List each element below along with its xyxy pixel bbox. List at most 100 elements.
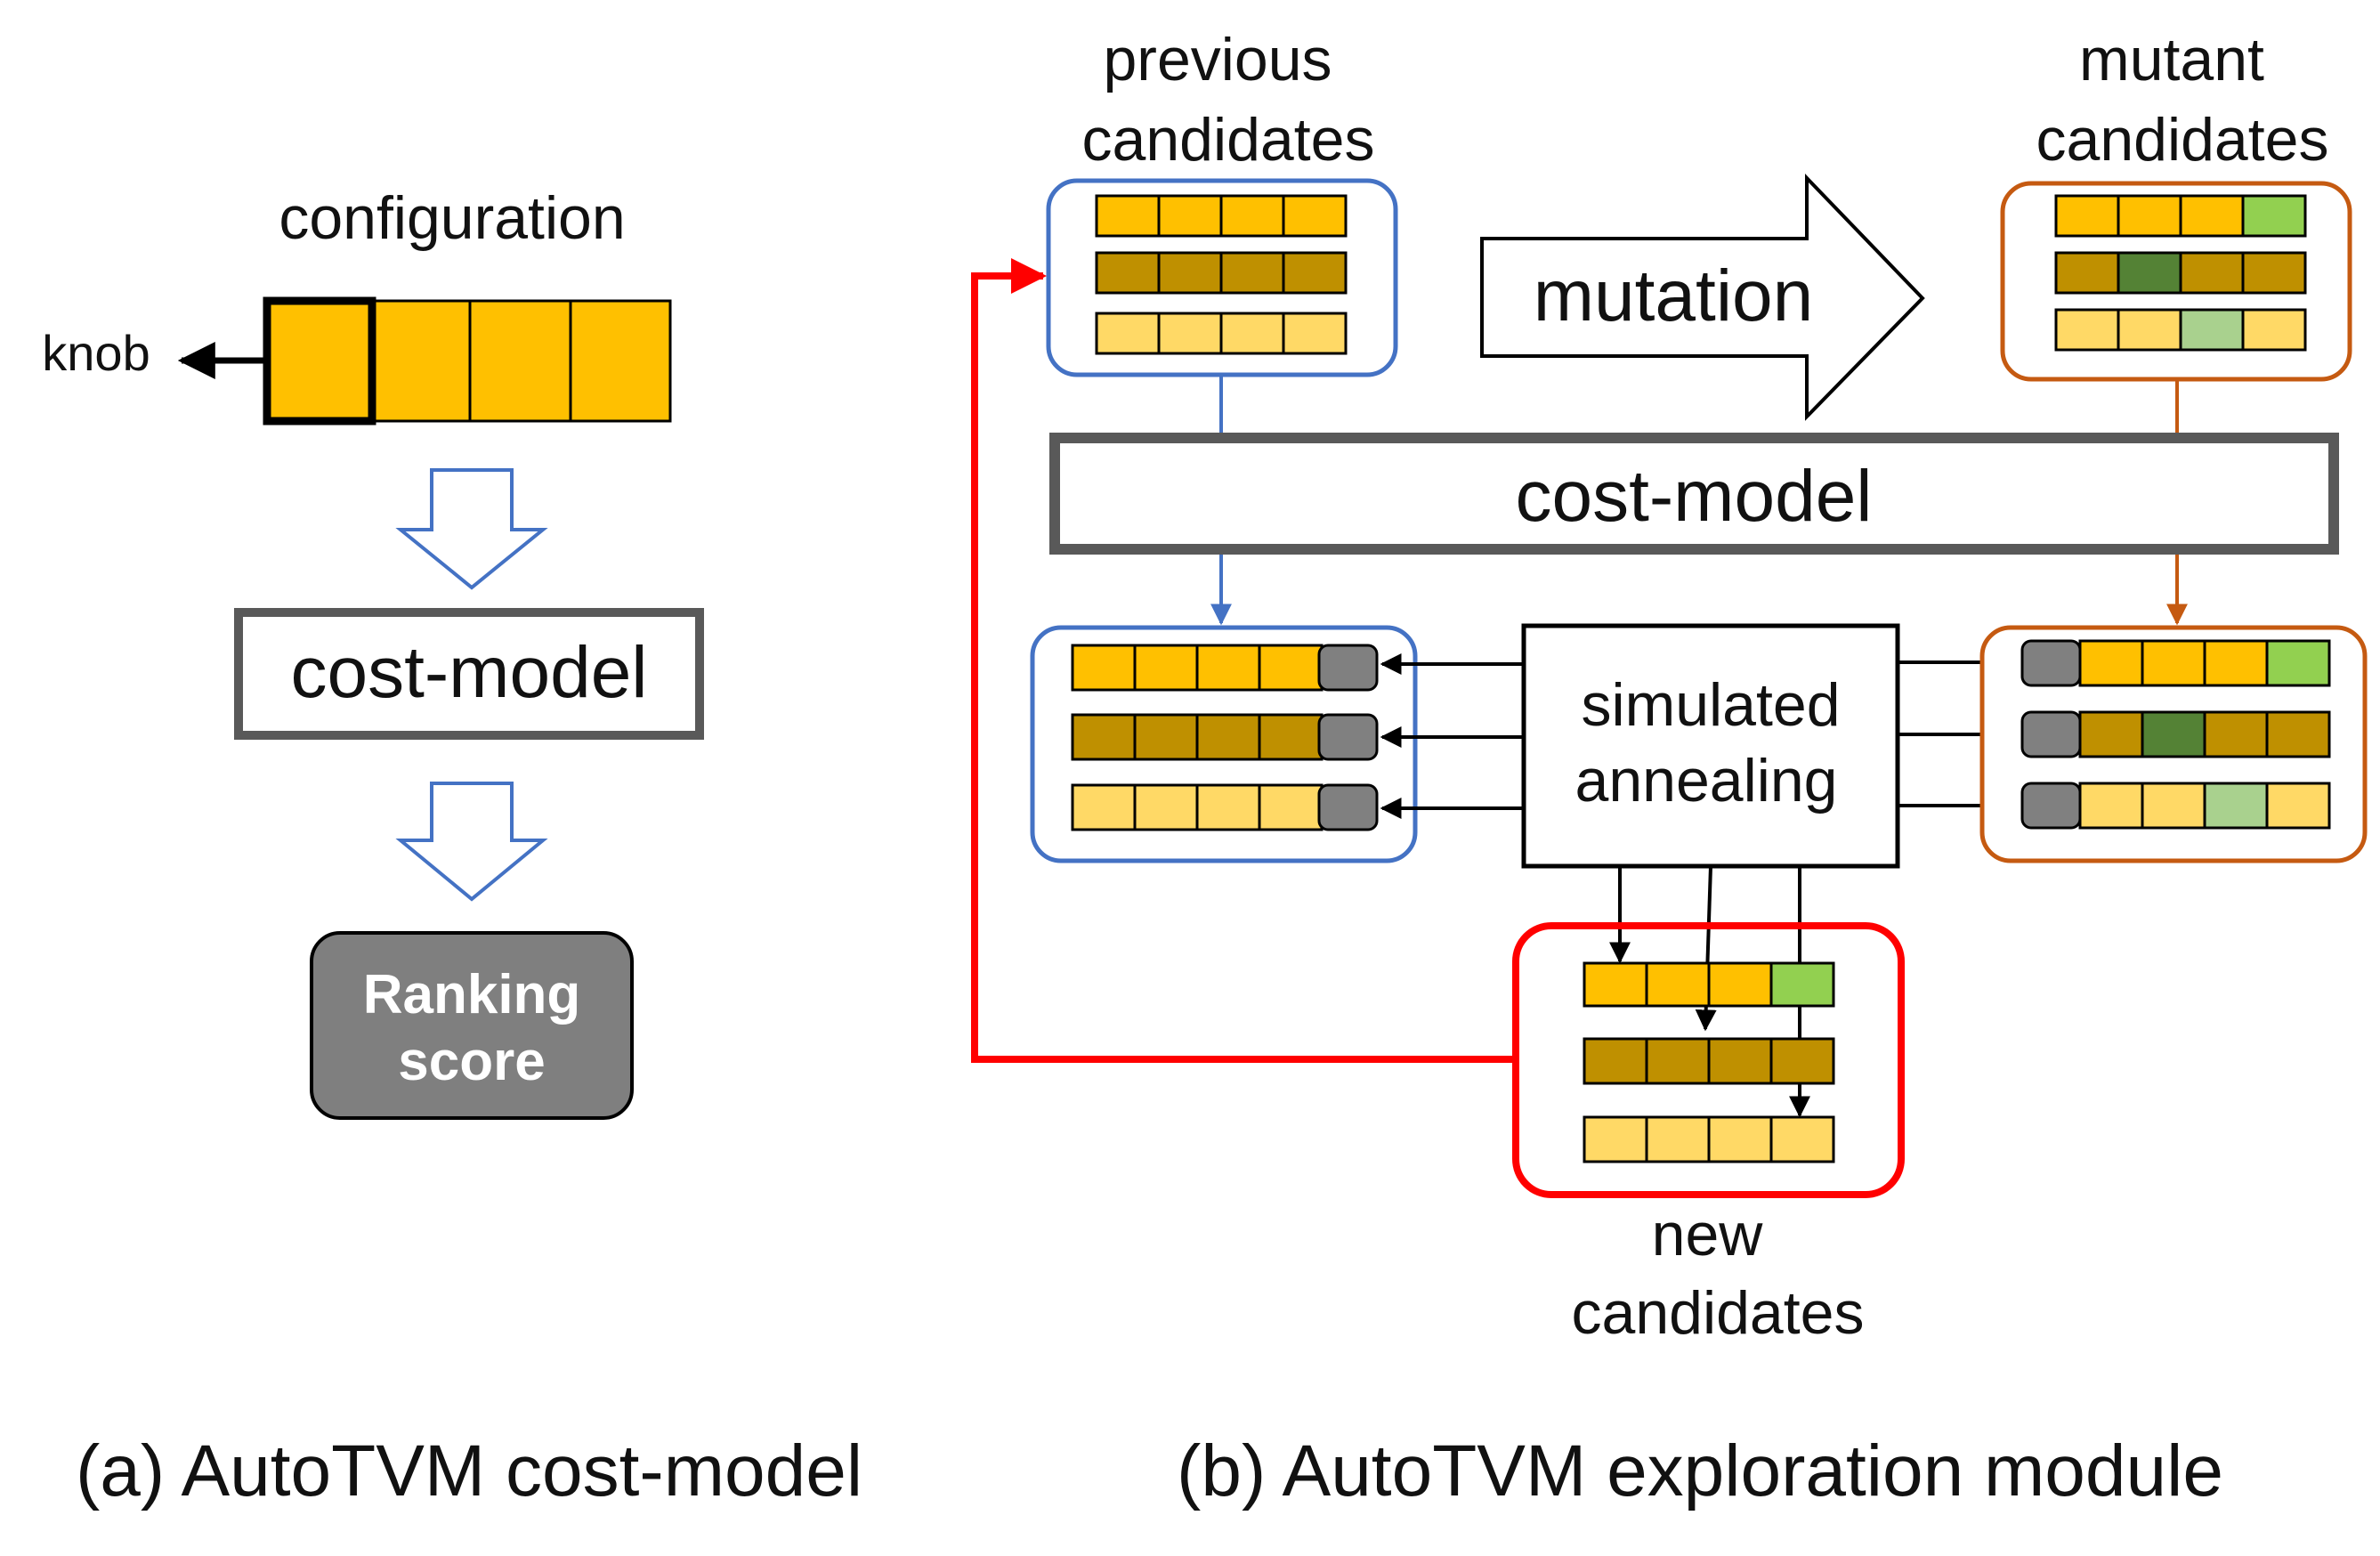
new-candidates-label: candidates xyxy=(1572,1279,1865,1347)
vector-cell xyxy=(1282,194,1348,238)
vector-cell-mutated xyxy=(2203,782,2269,830)
ranking-score-box xyxy=(310,931,634,1120)
simulated-annealing-box xyxy=(1521,623,1900,869)
vector-cell xyxy=(2117,308,2182,352)
vector-cell-mutated xyxy=(2179,308,2245,352)
vector-cell xyxy=(2241,251,2307,295)
cost-model-label: cost-model xyxy=(290,632,647,713)
caption-b: (b) AutoTVM exploration module xyxy=(1177,1430,2223,1511)
vector-cell xyxy=(1583,1115,1648,1163)
vector-cell xyxy=(1095,194,1161,238)
config-cell xyxy=(370,299,472,423)
score-cell xyxy=(1317,644,1379,692)
mutant-candidates-vectors xyxy=(2054,194,2307,352)
vector-cell xyxy=(1282,251,1348,295)
vector-cell xyxy=(1583,961,1648,1008)
vector-cell xyxy=(1219,312,1285,355)
vector-cell xyxy=(1769,1115,1835,1163)
vector-cell xyxy=(2078,710,2144,758)
vector-cell xyxy=(1583,1037,1648,1085)
vector-cell xyxy=(1645,1037,1711,1085)
vector-cell xyxy=(2078,639,2144,687)
vector-cell xyxy=(1195,644,1261,692)
vector-cell xyxy=(2141,782,2206,830)
score-cell xyxy=(2020,710,2082,758)
previous-candidates-label: previous xyxy=(1103,26,1332,93)
mutation-label: mutation xyxy=(1534,255,1814,336)
ranking-score-line2: score xyxy=(398,1031,545,1092)
vector-cell xyxy=(1282,312,1348,355)
vector-cell xyxy=(1769,1037,1835,1085)
config-cell xyxy=(265,299,374,423)
previous-candidates-label: candidates xyxy=(1082,106,1375,174)
new-candidates-vectors xyxy=(1583,961,1835,1163)
down-arrow-icon xyxy=(395,782,548,902)
configuration-label: configuration xyxy=(279,184,625,252)
vector-cell xyxy=(1157,251,1223,295)
score-cell xyxy=(1317,783,1379,831)
vector-cell xyxy=(2117,194,2182,238)
vector-cell xyxy=(1095,312,1161,355)
new-candidates-label: new xyxy=(1652,1201,1764,1268)
vector-cell xyxy=(1133,783,1199,831)
config-cell xyxy=(468,299,572,423)
previous-candidates-vectors xyxy=(1095,194,1348,355)
vector-cell xyxy=(1707,961,1773,1008)
vector-cell xyxy=(1707,1115,1773,1163)
score-cell xyxy=(1317,713,1379,761)
vector-cell xyxy=(1195,713,1261,761)
vector-cell xyxy=(1157,312,1223,355)
vector-cell xyxy=(1195,783,1261,831)
cost-model-bar xyxy=(1049,433,2339,555)
vector-cell xyxy=(2054,308,2120,352)
vector-cell xyxy=(1133,713,1199,761)
vector-cell-mutated xyxy=(1769,961,1835,1008)
knob-cell-highlight xyxy=(263,296,376,425)
vector-cell xyxy=(2078,782,2144,830)
vector-cell xyxy=(2203,710,2269,758)
mutant-candidates-label: mutant xyxy=(2079,26,2264,93)
ranking-score-line1: Ranking xyxy=(363,964,581,1025)
vector-cell xyxy=(1645,961,1711,1008)
vector-cell-mutated xyxy=(2265,639,2331,687)
vector-cell xyxy=(1071,713,1137,761)
vector-cell xyxy=(1258,783,1324,831)
caption-a: (a) AutoTVM cost-model xyxy=(76,1430,862,1511)
vector-cell xyxy=(1095,251,1161,295)
cost-model-box xyxy=(234,608,704,740)
vector-cell xyxy=(2054,194,2120,238)
mutation-arrow-icon xyxy=(1480,174,1925,421)
score-cell xyxy=(2020,639,2082,687)
vector-cell xyxy=(1219,251,1285,295)
vector-cell-mutated xyxy=(2141,710,2206,758)
vector-cell xyxy=(2241,308,2307,352)
vector-cell-mutated xyxy=(2241,194,2307,238)
vector-cell xyxy=(2265,782,2331,830)
vector-cell xyxy=(2265,710,2331,758)
vector-cell xyxy=(1071,783,1137,831)
knob-label: knob xyxy=(42,325,150,381)
scored-mutant-vectors xyxy=(2020,639,2331,830)
mutant-candidates-label: candidates xyxy=(2036,106,2329,174)
vector-cell-mutated xyxy=(2117,251,2182,295)
score-cell xyxy=(2020,782,2082,830)
vector-cell xyxy=(1645,1115,1711,1163)
vector-cell xyxy=(2054,251,2120,295)
feedback-loop-arrow xyxy=(971,258,1516,1063)
down-arrow-icon xyxy=(395,468,548,590)
vector-cell xyxy=(1133,644,1199,692)
cost-model-label: cost-model xyxy=(1515,456,1872,537)
simulated-annealing-label: simulated xyxy=(1581,671,1840,739)
vector-cell xyxy=(1258,713,1324,761)
scored-previous-vectors xyxy=(1071,644,1379,831)
panel-b: previous candidates mutation mutant cand… xyxy=(971,26,2368,1511)
configuration-vector xyxy=(263,296,672,425)
vector-cell xyxy=(1258,644,1324,692)
panel-a: configuration knob cost-model Ranking sc… xyxy=(42,184,862,1511)
simulated-annealing-label: annealing xyxy=(1575,747,1838,814)
vector-cell xyxy=(2141,639,2206,687)
vector-cell xyxy=(2179,194,2245,238)
vector-cell xyxy=(1071,644,1137,692)
vector-cell xyxy=(2203,639,2269,687)
